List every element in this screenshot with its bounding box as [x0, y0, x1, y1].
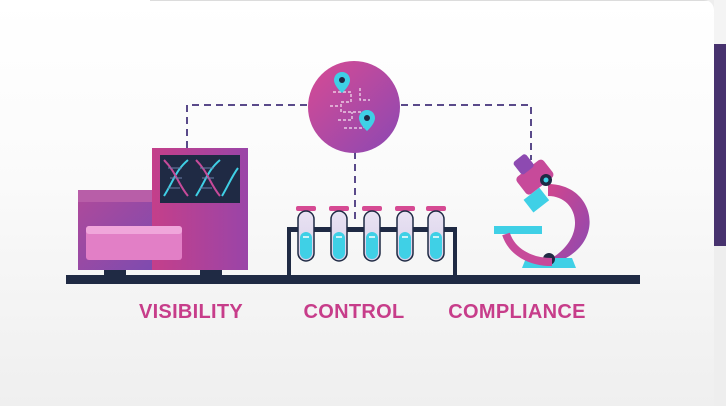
microscope-icon	[494, 154, 590, 268]
circuit-map-pin-icon	[308, 61, 400, 153]
label-visibility: VISIBILITY	[138, 301, 244, 323]
edge-panel	[714, 44, 726, 246]
top-divider	[150, 0, 714, 1]
label-control: CONTROL	[303, 301, 405, 323]
ground-bar	[66, 275, 640, 284]
dna-helix-icon	[163, 159, 239, 197]
dashed-connectors	[186, 104, 532, 222]
label-compliance: COMPLIANCE	[448, 301, 586, 323]
sequencer-machine-icon	[78, 148, 248, 275]
test-tube-rack-icon	[287, 206, 457, 275]
window-edge	[714, 0, 726, 44]
